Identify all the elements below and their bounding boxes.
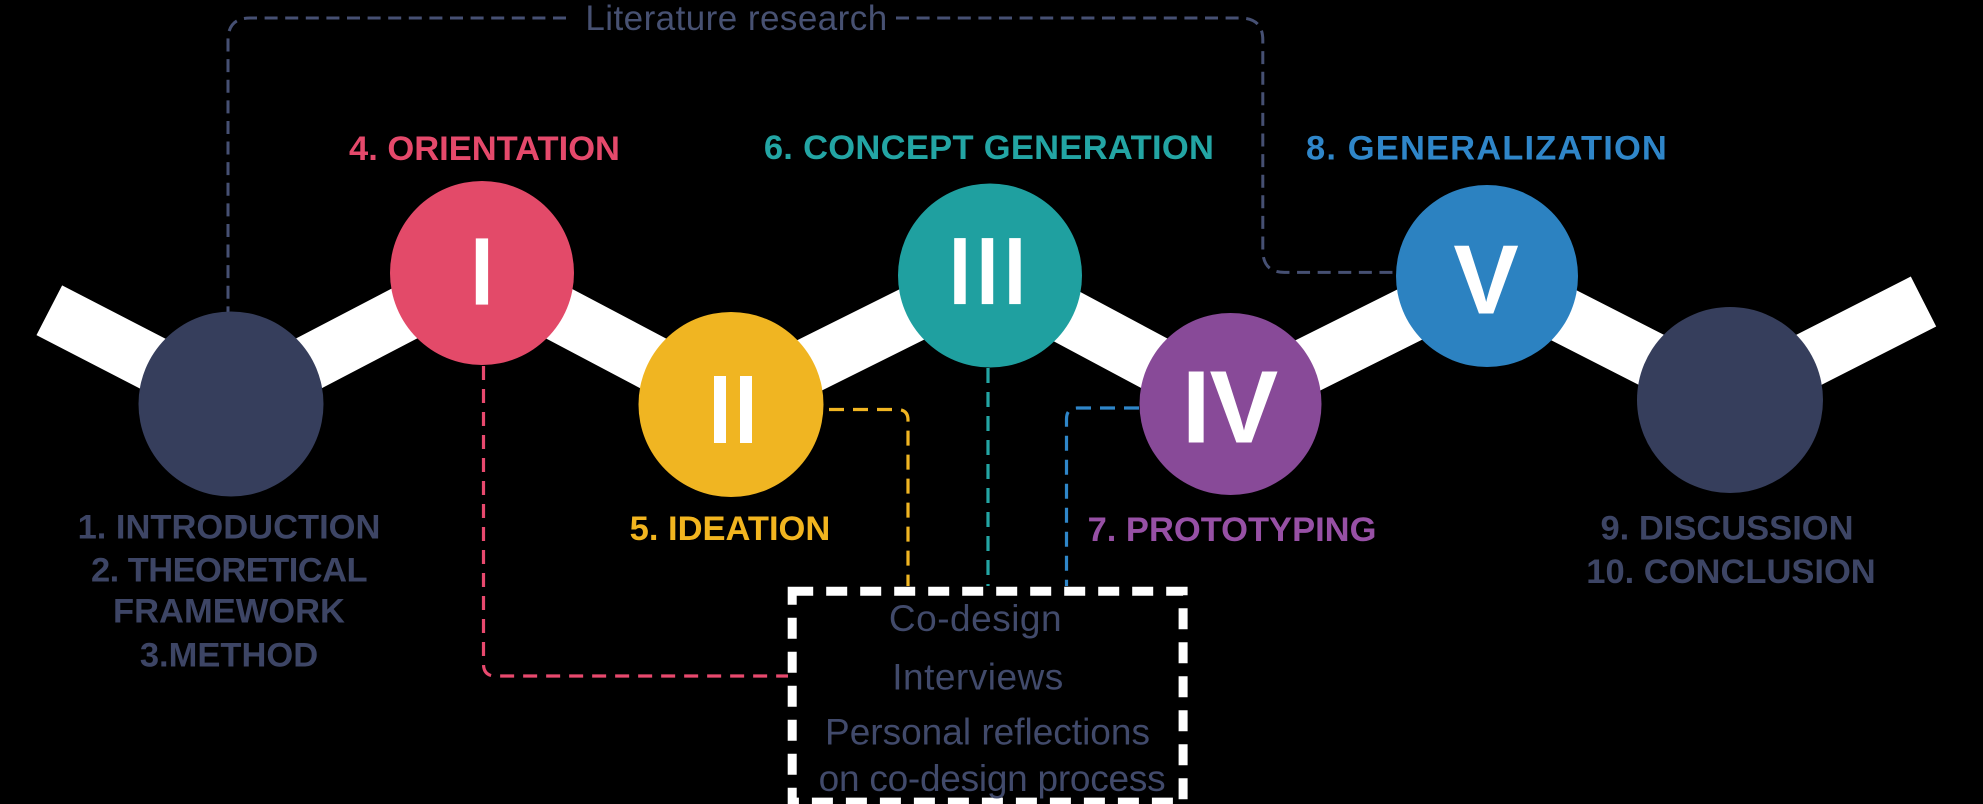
svg-text:2. THEORETICAL: 2. THEORETICAL — [91, 551, 367, 589]
svg-text:on co-design process: on co-design process — [819, 758, 1166, 799]
svg-text:9. DISCUSSION: 9. DISCUSSION — [1600, 510, 1853, 548]
svg-text:Interviews: Interviews — [892, 656, 1064, 697]
svg-text:Co-design: Co-design — [889, 598, 1062, 639]
svg-text:8. GENERALIZATION: 8. GENERALIZATION — [1306, 130, 1668, 168]
svg-text:7. PROTOTYPING: 7. PROTOTYPING — [1088, 511, 1377, 549]
svg-text:6. CONCEPT GENERATION: 6. CONCEPT GENERATION — [764, 129, 1214, 167]
svg-text:FRAMEWORK: FRAMEWORK — [113, 593, 345, 631]
svg-text:V: V — [1453, 225, 1518, 335]
svg-text:1. INTRODUCTION: 1. INTRODUCTION — [78, 508, 381, 546]
svg-text:Literature research: Literature research — [585, 0, 887, 38]
svg-text:4. ORIENTATION: 4. ORIENTATION — [349, 130, 620, 168]
svg-text:10. CONCLUSION: 10. CONCLUSION — [1586, 553, 1875, 591]
svg-text:5. IDEATION: 5. IDEATION — [630, 510, 831, 548]
svg-text:IV: IV — [1182, 349, 1278, 464]
svg-text:Personal reflections: Personal reflections — [825, 712, 1150, 753]
svg-text:3.METHOD: 3.METHOD — [140, 636, 318, 674]
